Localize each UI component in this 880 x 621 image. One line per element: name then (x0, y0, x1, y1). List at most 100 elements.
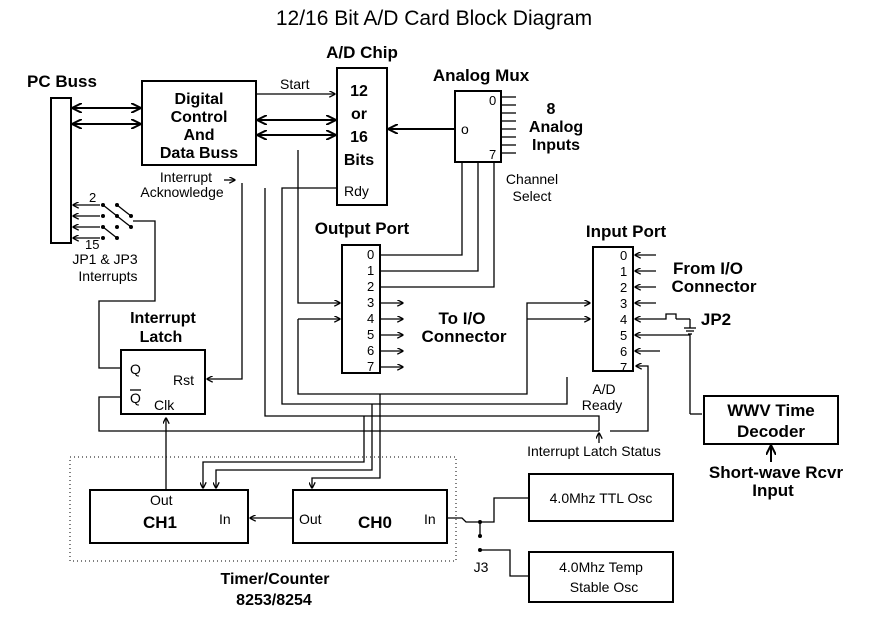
output-port-pin-7: 7 (367, 359, 374, 374)
analog-mux-out-pin: o (461, 121, 469, 137)
jumper-pin-15-label: 15 (85, 237, 99, 252)
ad-chip-line3: 16 (350, 129, 368, 146)
jp2-label: JP2 (701, 310, 731, 329)
latch-rst-pin: Rst (173, 372, 194, 388)
jp2-ground-icon (676, 318, 696, 335)
ad-chip-rdy-pin: Rdy (344, 183, 369, 199)
shortwave-input-line2: Input (752, 481, 794, 500)
input-port-pin-4: 4 (620, 312, 627, 327)
data-buss-to-output-port (297, 150, 340, 319)
timer-counter-outline (69, 456, 457, 562)
ad-chip-line2: or (351, 106, 367, 123)
output-port-pin-6: 6 (367, 343, 374, 358)
output-port-pin-2: 2 (367, 279, 374, 294)
digital-control-to-ad-lines (256, 94, 335, 135)
temp-osc-line2: Stable Osc (570, 579, 638, 595)
j3-jumper (447, 497, 529, 577)
channel-select-line1: Channel (506, 171, 558, 187)
input-port-pin-7: 7 (620, 360, 627, 375)
temp-osc-box (528, 551, 674, 603)
output-port-pin-1: 1 (367, 263, 374, 278)
ch0-label: CH0 (358, 513, 392, 532)
ad-ready-label1: A/D (592, 381, 615, 397)
interrupt-latch-label1: Interrupt (130, 310, 196, 327)
input-port-pin-0: 0 (620, 248, 627, 263)
wwv-decoder-line2: Decoder (737, 422, 805, 441)
ad-chip-line1: 12 (350, 83, 368, 100)
start-signal-label: Start (280, 76, 310, 92)
wwv-decoder-box (703, 395, 839, 445)
output-port-pin-5: 5 (367, 327, 374, 342)
interrupt-ack-line2: Acknowledge (140, 184, 223, 200)
output-port-box (341, 244, 381, 374)
output-port-pin-3: 3 (367, 295, 374, 310)
ch0-in-pin: In (424, 511, 436, 527)
jp1-jp3-jumper-block (73, 203, 133, 240)
ch0-out-pin: Out (299, 511, 322, 527)
analog-inputs-line3: Inputs (532, 137, 580, 154)
ch1-out-pin: Out (150, 492, 173, 508)
input-port-label: Input Port (586, 222, 667, 241)
digital-control-line3: And (183, 127, 214, 144)
input-port-pin-5: 5 (620, 328, 627, 343)
channel-select-line2: Select (513, 188, 552, 204)
to-io-label2: Connector (422, 327, 507, 346)
output-port-pin-0: 0 (367, 247, 374, 262)
analog-mux-label: Analog Mux (433, 66, 530, 85)
from-io-label2: Connector (672, 277, 757, 296)
input-port-box (592, 246, 634, 372)
pc-buss-connector (50, 97, 72, 244)
analog-input-lines (501, 96, 516, 154)
ch1-label: CH1 (143, 513, 177, 532)
digital-control-box (141, 80, 257, 166)
ch1-box (89, 489, 249, 544)
from-io-label1: From I/O (673, 259, 743, 278)
latch-wiring (98, 183, 599, 432)
output-port-lines (380, 162, 495, 367)
analog-mux-pin-7: 7 (489, 147, 496, 162)
timer-wiring (166, 394, 381, 490)
digital-control-line4: Data Buss (160, 145, 238, 162)
output-port-pin-4: 4 (367, 311, 374, 326)
interrupts-label: Interrupts (78, 268, 137, 284)
temp-osc-line1: 4.0Mhz Temp (559, 559, 643, 575)
interrupt-latch-label2: Latch (140, 329, 183, 346)
jp1-jp3-label: JP1 & JP3 (72, 251, 138, 267)
input-port-pin-2: 2 (620, 280, 627, 295)
latch-clk-pin: Clk (154, 397, 175, 413)
digital-control-line1: Digital (175, 91, 224, 108)
wwv-decoder-line1: WWV Time (727, 401, 815, 420)
diagram-title: 12/16 Bit A/D Card Block Diagram (276, 7, 592, 30)
interrupt-ack-line1: Interrupt (160, 169, 212, 185)
ad-chip-label: A/D Chip (326, 43, 398, 62)
ad-ready-label2: Ready (582, 397, 622, 413)
interrupt-latch-status-label: Interrupt Latch Status (527, 443, 661, 459)
jumper-pin-2-label: 2 (89, 190, 96, 205)
output-port-label: Output Port (315, 219, 410, 238)
latch-qbar-pin: Q (130, 390, 141, 406)
ttl-osc-label: 4.0Mhz TTL Osc (550, 490, 653, 506)
pc-buss-label: PC Buss (27, 72, 97, 91)
ch0-box (292, 489, 448, 544)
input-port-pin-1: 1 (620, 264, 627, 279)
latch-q-pin: Q (130, 361, 141, 377)
j3-label: J3 (474, 559, 489, 575)
input-port-lines (635, 255, 691, 414)
analog-mux-pin-0: 0 (489, 93, 496, 108)
shortwave-input-line1: Short-wave Rcvr (709, 463, 844, 482)
ad-ready-and-input-buss-wiring (264, 187, 649, 432)
ad-chip-line4: Bits (344, 152, 374, 169)
input-port-pin-3: 3 (620, 296, 627, 311)
analog-inputs-line2: Analog (529, 119, 583, 136)
analog-inputs-line1: 8 (547, 101, 556, 118)
analog-mux-box (454, 90, 502, 163)
digital-control-line2: Control (171, 109, 228, 126)
interrupt-latch-box (120, 349, 206, 415)
ch1-in-pin: In (219, 511, 231, 527)
ad-chip-box (336, 67, 388, 206)
timer-counter-label1: Timer/Counter (220, 571, 329, 588)
timer-counter-label2: 8253/8254 (236, 592, 312, 609)
input-port-pin-6: 6 (620, 344, 627, 359)
to-io-label1: To I/O (439, 309, 486, 328)
